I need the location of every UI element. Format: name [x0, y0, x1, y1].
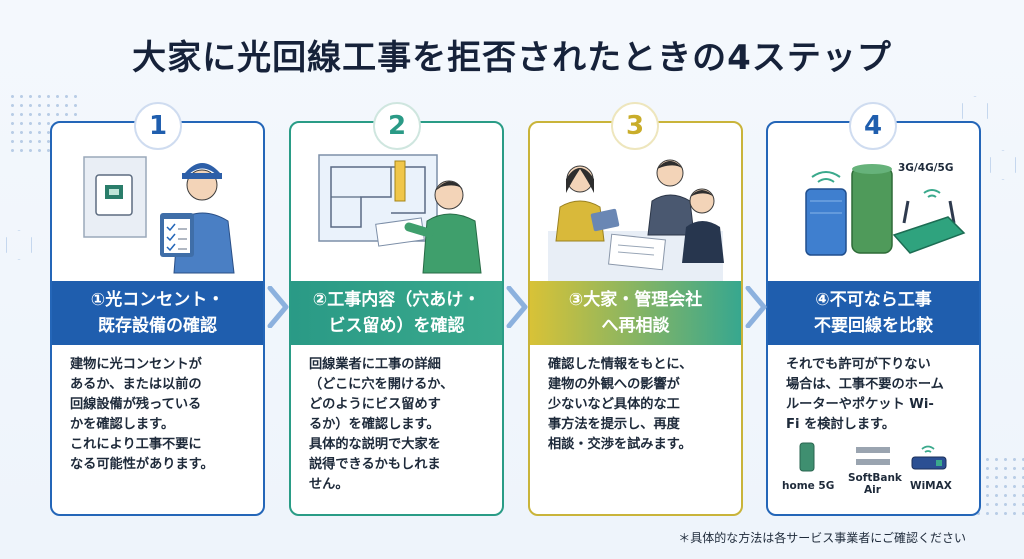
wireless-routers-illustration: 3G/4G/5G — [805, 162, 966, 256]
step-description-1: 建物に光コンセントが あるか、または以前の 回線設備が残っている かを確認します… — [70, 357, 214, 472]
footnote: ＊具体的な方法は各サービス事業者にご確認ください — [678, 531, 966, 545]
step-card-3: ③大家・管理会社 へ再相談 確認した情報をもとに、 建物の外観への影響が 少ない… — [528, 121, 743, 516]
step-number-badge-2: 2 — [373, 102, 421, 150]
page-title: 大家に光回線工事を拒否されたときの4ステップ — [132, 38, 892, 78]
chevron-right-icon — [745, 286, 767, 328]
step-heading-2: ②工事内容（穴あけ・ ビス留め）を確認 — [291, 281, 502, 345]
product-label-softbank-air-line1: SoftBank — [848, 472, 903, 484]
wimax-wifi-icon — [921, 445, 935, 450]
step-number-badge-3: 3 — [611, 102, 659, 150]
step-number-badge-4: 4 — [849, 102, 897, 150]
floor-plan-review-illustration — [318, 154, 482, 274]
chevron-right-icon — [506, 286, 528, 328]
home-5g-device-icon — [799, 442, 815, 472]
consultation-meeting-illustration — [548, 159, 724, 281]
step-heading-3: ③大家・管理会社 へ再相談 — [530, 281, 741, 345]
step-description-4: それでも許可が下りない 場合は、工事不要のホーム ルーターやポケット Wi- F… — [786, 357, 944, 432]
softbank-air-icon — [856, 447, 890, 453]
step-description-2: 回線業者に工事の詳細 （どこに穴を開けるか、 どのようにビス留めす るか）を確認… — [309, 357, 454, 492]
chevron-right-icon — [267, 286, 289, 328]
step-card-1: ①光コンセント・ 既存設備の確認 建物に光コンセントが あるか、または以前の 回… — [50, 121, 265, 516]
product-label-wimax: WiMAX — [910, 480, 952, 492]
step-heading-4: ④不可なら工事 不要回線を比較 — [768, 281, 979, 345]
step-number-badge-1: 1 — [134, 102, 182, 150]
decorative-hexagon — [990, 150, 1016, 180]
product-label-softbank-air-line2: Air — [864, 484, 882, 496]
product-comparison-row: home 5G SoftBank Air WiMAX — [782, 442, 952, 496]
product-label-home5g: home 5G — [782, 480, 834, 492]
step-card-4: 3G/4G/5G ④不可なら工事 不要回線を比較 それでも許可が下りない 場合は… — [766, 121, 981, 516]
network-generation-label: 3G/4G/5G — [898, 162, 953, 174]
step-description-3: 確認した情報をもとに、 建物の外観への影響が 少ないなど具体的な工 事方法を提示… — [548, 357, 693, 452]
decorative-hexagon — [6, 230, 32, 260]
step-heading-1: ①光コンセント・ 既存設備の確認 — [52, 281, 263, 345]
worker-checking-outlet-illustration — [83, 156, 235, 274]
step-card-2: ②工事内容（穴あけ・ ビス留め）を確認 回線業者に工事の詳細 （どこに穴を開ける… — [289, 121, 504, 516]
